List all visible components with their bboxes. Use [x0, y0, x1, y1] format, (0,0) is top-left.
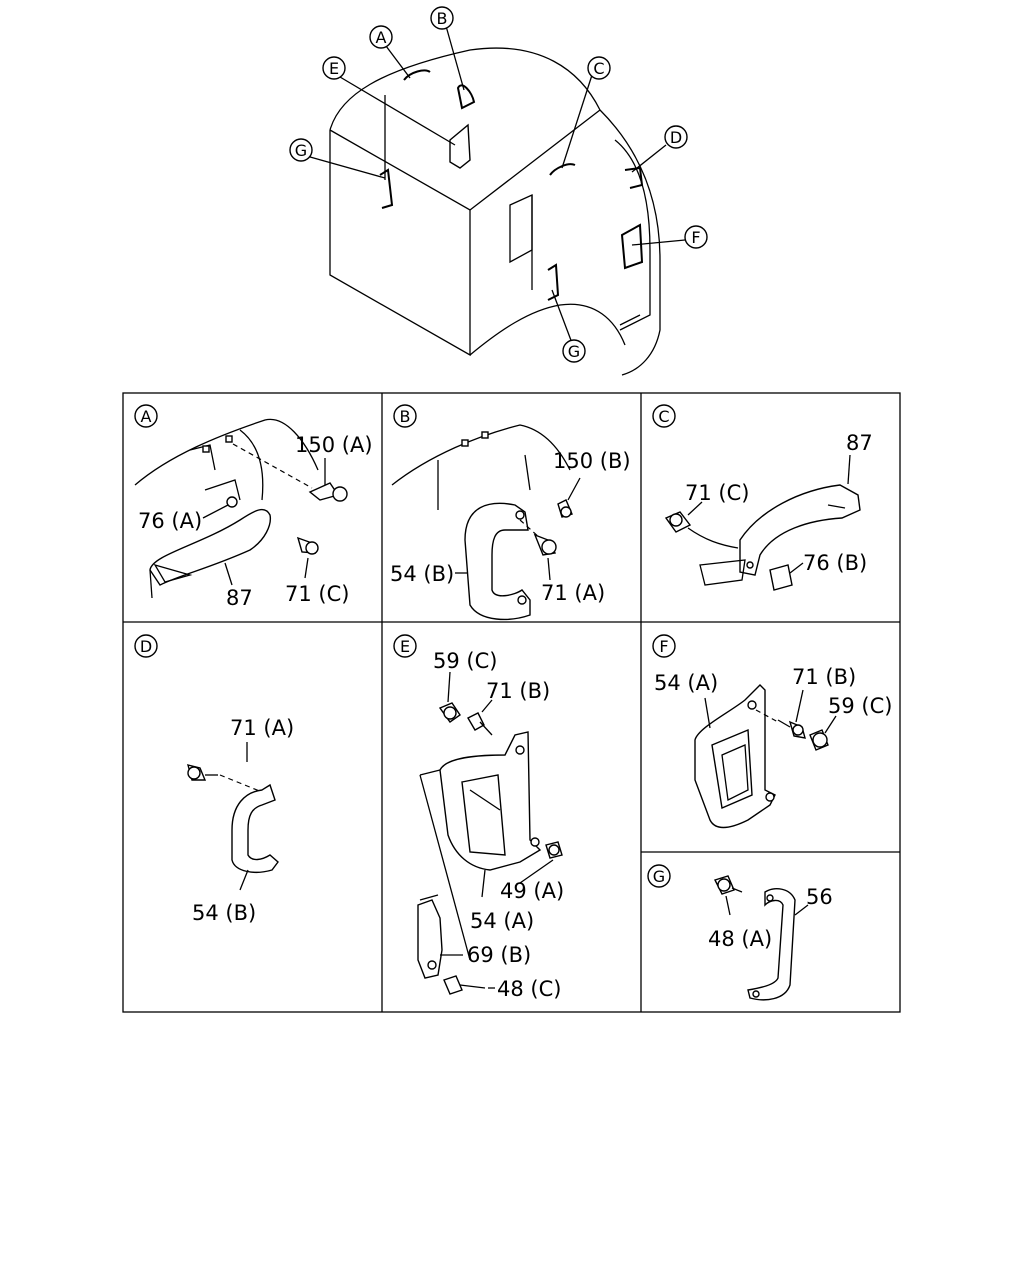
panel-c: C 87 71 (C) 76 (B) [652, 404, 873, 591]
svg-text:D: D [670, 128, 682, 147]
overview-leaders [302, 25, 686, 344]
svg-text:D: D [140, 637, 152, 656]
label-71b-e: 71 (B) [486, 679, 550, 703]
label-54a-f: 54 (A) [654, 671, 718, 695]
svg-text:A: A [141, 407, 152, 426]
svg-text:C: C [593, 59, 604, 78]
svg-text:E: E [329, 59, 339, 78]
panel-grid [122, 392, 901, 1013]
label-87-a: 87 [226, 586, 253, 610]
cab-overview [329, 47, 661, 376]
label-48a: 48 (A) [708, 927, 772, 951]
label-71a-b: 71 (A) [541, 581, 605, 605]
label-76a: 76 (A) [138, 509, 202, 533]
svg-text:B: B [437, 9, 448, 28]
label-150b: 150 (B) [553, 449, 631, 473]
callout-g-left: G [289, 138, 313, 162]
panel-e: E 59 (C) 71 (B) 49 (A) 54 (A) [393, 634, 564, 1001]
callout-f: F [684, 225, 708, 249]
svg-text:B: B [400, 407, 411, 426]
label-71c-c: 71 (C) [685, 481, 749, 505]
label-49a: 49 (A) [500, 879, 564, 903]
label-69b: 69 (B) [467, 943, 531, 967]
callout-d: D [664, 125, 688, 149]
label-76b: 76 (B) [803, 551, 867, 575]
panel-b: B 150 (B) 54 (B) 71 (A) [390, 404, 631, 621]
callout-b: B [430, 6, 454, 30]
panel-f: F 54 (A) 71 (B) 59 (C) [652, 634, 892, 829]
label-54b-b: 54 (B) [390, 562, 454, 586]
label-59c-e: 59 (C) [433, 649, 497, 673]
label-71a-d: 71 (A) [230, 716, 294, 740]
callout-c: C [587, 56, 611, 80]
svg-text:G: G [568, 342, 580, 361]
svg-text:F: F [659, 637, 668, 656]
label-59c-f: 59 (C) [828, 694, 892, 718]
callout-a: A [369, 25, 393, 49]
label-71b-f: 71 (B) [792, 665, 856, 689]
callout-g-bottom: G [562, 339, 586, 363]
label-71c: 71 (C) [285, 582, 349, 606]
callout-e: E [322, 56, 346, 80]
label-48c: 48 (C) [497, 977, 561, 1001]
label-150a: 150 (A) [295, 433, 373, 457]
svg-text:G: G [295, 141, 307, 160]
svg-text:C: C [658, 407, 669, 426]
svg-text:A: A [376, 28, 387, 47]
panel-a: A 150 (A) 76 (A) 71 (C) 87 [134, 404, 373, 610]
label-87-c: 87 [846, 431, 873, 455]
panel-g: G 48 (A) 56 [647, 864, 833, 1001]
svg-text:F: F [691, 228, 700, 247]
label-54b-d: 54 (B) [192, 901, 256, 925]
label-56: 56 [806, 885, 833, 909]
svg-text:E: E [400, 637, 410, 656]
svg-text:G: G [653, 867, 665, 886]
label-54a-e: 54 (A) [470, 909, 534, 933]
panel-d: D 71 (A) 54 (B) [134, 634, 294, 925]
